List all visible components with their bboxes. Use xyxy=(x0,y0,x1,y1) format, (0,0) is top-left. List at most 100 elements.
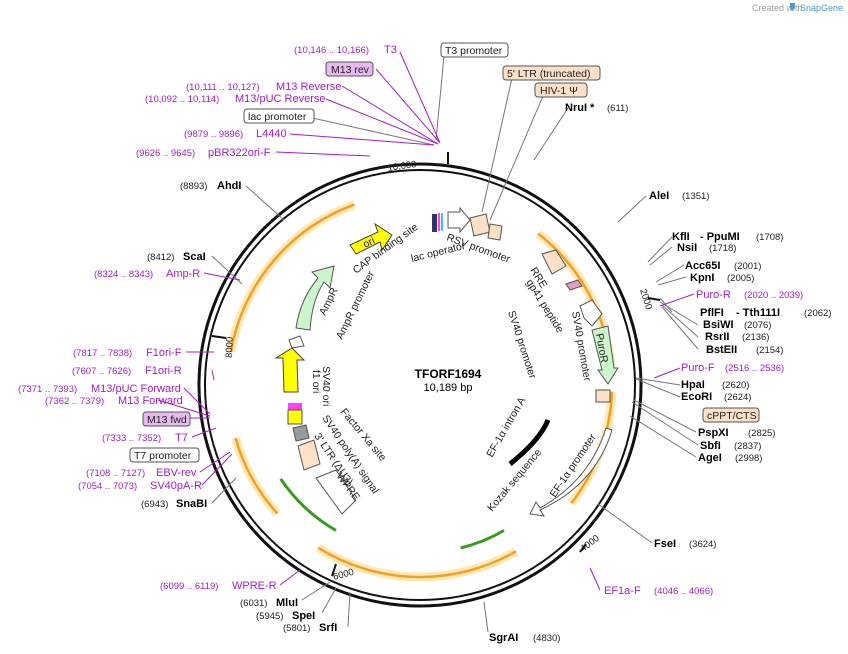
primer-amp-r-pos: (8324 .. 8343) xyxy=(94,269,153,280)
site-acc65i[interactable]: Acc65I xyxy=(685,260,720,272)
primer-ef1a-f[interactable]: EF1a-F xyxy=(604,585,641,597)
f1-ori-arrow xyxy=(274,347,306,393)
tick-8000 xyxy=(211,335,227,339)
primer-t3[interactable]: T3 xyxy=(384,44,397,56)
primer-f1ori-f-pos: (7817 .. 7838) xyxy=(73,348,132,359)
site-srfi[interactable]: SrfI xyxy=(319,622,337,634)
rre-shape xyxy=(541,249,567,275)
hiv-psi-label[interactable]: HIV-1 Ψ xyxy=(540,85,578,97)
primer-m13-puc-reverse[interactable]: M13/pUC Reverse xyxy=(235,93,325,105)
primer-puro-f-pos: (2516 .. 2536) xyxy=(725,363,784,374)
hiv-psi-shape xyxy=(487,223,503,241)
primer-ebv-rev-pos: (7108 .. 7127) xyxy=(86,468,145,479)
primer-amp-r[interactable]: Amp-R xyxy=(166,268,200,280)
primer-sv40pa-r[interactable]: SV40pA-R xyxy=(150,480,202,492)
primer-m13-forward[interactable]: M13 Forward xyxy=(118,395,183,407)
site-bsteii[interactable]: BstEII xyxy=(706,344,737,356)
boxed-labels: T3 promoter M13 rev lac promoter 5' LTR … xyxy=(129,42,760,463)
tick-2000 xyxy=(647,297,661,301)
cppt-shape xyxy=(595,389,611,403)
site-mlui[interactable]: MluI xyxy=(276,597,298,609)
site-ecori[interactable]: EcoRI xyxy=(681,391,712,403)
site-bsiwi[interactable]: BsiWI xyxy=(703,319,734,331)
sv40-ori-label: SV40 ori xyxy=(320,366,332,406)
m13-rev-label[interactable]: M13 rev xyxy=(331,64,370,76)
site-tth111i[interactable]: - Tth111I xyxy=(736,307,780,319)
tick-label-8000: 8000 xyxy=(224,337,236,359)
tick-marks: 10,000 2000 4000 6000 8000 xyxy=(211,152,661,583)
primer-ef1a-f-pos: (4046 .. 4066) xyxy=(654,586,713,597)
plasmid-name: TFORF1694 xyxy=(415,367,482,381)
primer-wpre-r-pos: (6099 .. 6119) xyxy=(160,581,218,592)
ampr-promoter-shape xyxy=(288,335,305,349)
primer-f1ori-r[interactable]: F1ori-R xyxy=(145,365,182,377)
primer-t7[interactable]: T7 xyxy=(175,432,188,444)
primer-l4440[interactable]: L4440 xyxy=(256,128,287,140)
site-sgrai-pos: (4830) xyxy=(533,633,560,644)
ef1a-intron-arc xyxy=(508,418,551,466)
orf-arc-4 xyxy=(229,203,355,352)
orf-arc-fill-4 xyxy=(226,200,356,353)
site-nrui[interactable]: NruI * xyxy=(565,102,595,114)
site-kpni[interactable]: KpnI xyxy=(690,272,714,284)
primer-l4440-pos: (9879 .. 9896) xyxy=(184,129,243,140)
primer-m13-puc-forward[interactable]: M13/pUC Forward xyxy=(91,383,181,395)
lac-promoter-label[interactable]: lac promoter xyxy=(248,111,307,123)
primer-ebv-rev[interactable]: EBV-rev xyxy=(156,467,197,479)
site-hpai[interactable]: HpaI xyxy=(681,379,705,391)
t7-promoter-label[interactable]: T7 promoter xyxy=(134,450,192,462)
site-sgrai[interactable]: SgrAI xyxy=(489,632,518,644)
primer-m13-puc-reverse-pos: (10,092 .. 10,114) xyxy=(145,94,219,105)
primer-m13-reverse[interactable]: M13 Reverse xyxy=(276,81,341,93)
primer-m13-puc-forward-pos: (7371 .. 7393) xyxy=(18,384,77,395)
t3-promoter-label[interactable]: T3 promoter xyxy=(445,45,503,57)
orf-arc-2 xyxy=(317,546,517,579)
site-scai[interactable]: ScaI xyxy=(183,251,206,263)
primer-puro-r-pos: (2020 .. 2039) xyxy=(744,290,803,301)
ef1a-intron-label: EF-1α intron A xyxy=(484,395,528,459)
site-nsii-pos: (1718) xyxy=(709,243,736,254)
site-agei-pos: (2998) xyxy=(735,453,762,464)
site-alei[interactable]: AleI xyxy=(649,190,669,202)
site-rsrii[interactable]: RsrII xyxy=(705,331,729,343)
site-snabi[interactable]: SnaBI xyxy=(176,498,207,510)
site-pspxi[interactable]: PspXI xyxy=(698,427,729,439)
ampr-promoter-label: AmpR promoter xyxy=(334,269,377,341)
plasmid-size: 10,189 bp xyxy=(424,382,473,394)
primer-puro-r[interactable]: Puro-R xyxy=(696,289,731,301)
primer-f1ori-r-pos: (7607 .. 7626) xyxy=(72,366,131,377)
site-rsrii-pos: (2136) xyxy=(742,332,769,343)
ltr3-shape xyxy=(297,439,321,471)
site-pflfi[interactable]: PflFI xyxy=(700,307,724,319)
site-nsii[interactable]: NsiI xyxy=(677,242,697,254)
sv40-promoter-arrow xyxy=(579,299,603,327)
tick-4000 xyxy=(579,543,587,553)
primer-f1ori-f[interactable]: F1ori-F xyxy=(146,347,182,359)
site-ppumi-pos: (1708) xyxy=(756,232,783,243)
site-agei[interactable]: AgeI xyxy=(698,452,722,464)
ltr5-label[interactable]: 5' LTR (truncated) xyxy=(507,68,591,80)
m13-fwd-label[interactable]: M13 fwd xyxy=(147,414,187,426)
orf-arc-fill-3 xyxy=(231,436,281,517)
primer-t3-pos: (10,146 .. 10,166) xyxy=(294,45,369,56)
primer-puro-f[interactable]: Puro-F xyxy=(681,362,715,374)
site-spei[interactable]: SpeI xyxy=(292,610,315,622)
ampr-arrow xyxy=(295,265,335,331)
primer-t7-pos: (7333 .. 7352) xyxy=(102,433,161,444)
site-kfli[interactable]: KflI xyxy=(672,231,690,243)
primer-connectors xyxy=(157,51,695,591)
site-fsei[interactable]: FseI xyxy=(654,538,676,550)
primer-wpre-r[interactable]: WPRE-R xyxy=(232,580,277,592)
site-ahdi[interactable]: AhdI xyxy=(217,180,241,192)
primer-m13-reverse-pos: (10,111 .. 10,127) xyxy=(186,82,260,93)
primer-pbr322ori-f[interactable]: pBR322ori-F xyxy=(208,147,271,159)
restriction-sites: AleI (1351) KflI - PpuMI (1708) NsiI (17… xyxy=(141,102,831,644)
ltr5-box xyxy=(502,65,601,81)
puror-label: PuroR xyxy=(593,332,610,364)
cppt-label[interactable]: cPPT/CTS xyxy=(707,410,757,422)
site-ppumi[interactable]: - PpuMI xyxy=(700,231,740,243)
site-sbfi[interactable]: SbfI xyxy=(700,440,721,452)
site-spei-pos: (5945) xyxy=(256,611,283,622)
rsv-promoter-arrow xyxy=(447,206,471,234)
